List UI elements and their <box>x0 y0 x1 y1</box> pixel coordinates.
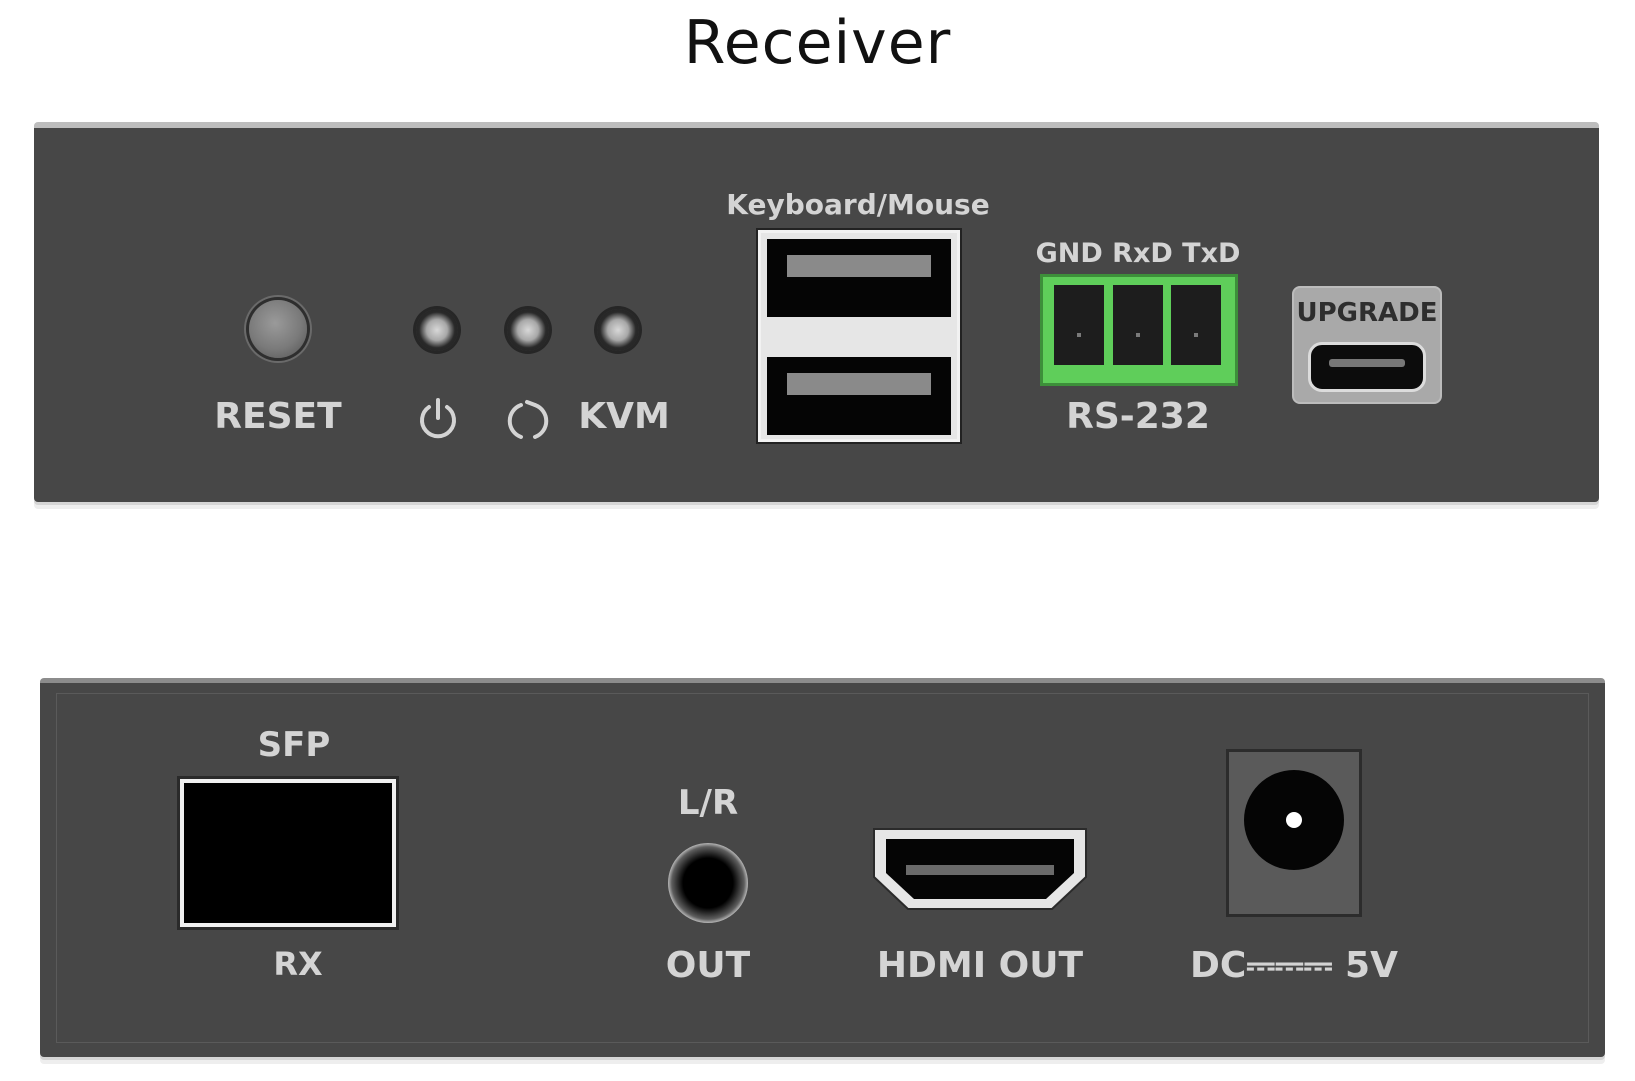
dc-label: DC⎓⎓⎓ 5V <box>1190 945 1398 986</box>
power-led <box>416 309 458 351</box>
reset-label: RESET <box>214 396 342 437</box>
upgrade-micro-usb-port[interactable] <box>1308 342 1426 392</box>
reset-button[interactable] <box>249 300 307 358</box>
rear-panel: SFP RX L/R OUT HDMI OUT DC⎓⎓⎓ 5V <box>40 678 1605 1057</box>
rs232-slot-gnd <box>1054 285 1104 365</box>
hdmi-out-port[interactable] <box>866 823 1094 917</box>
sfp-port[interactable] <box>180 779 396 927</box>
sfp-label: SFP <box>257 725 331 765</box>
rs232-pins-label: GND RxD TxD <box>1035 238 1241 269</box>
usb-tongue-bottom <box>787 373 931 395</box>
rx-label: RX <box>273 945 323 983</box>
power-icon <box>420 398 456 439</box>
front-panel: RESET KVM Keyboard/Mouse GND RxD TxD RS-… <box>34 122 1599 502</box>
upgrade-label: UPGRADE <box>1296 298 1438 328</box>
dc-jack-housing <box>1226 749 1362 917</box>
rs232-slot-rxd <box>1113 285 1163 365</box>
link-led <box>507 309 549 351</box>
usb-port-stack[interactable] <box>758 230 960 442</box>
usb-port-top[interactable] <box>767 239 951 317</box>
kvm-label: KVM <box>578 396 670 437</box>
audio-out-label: OUT <box>665 945 751 986</box>
link-icon <box>507 400 549 439</box>
dc-center-pin <box>1286 812 1302 828</box>
rear-panel-inner <box>56 693 1589 1043</box>
page-title: Receiver <box>683 8 952 78</box>
usb-label: Keyboard/Mouse <box>726 188 990 221</box>
lr-label: L/R <box>677 783 739 823</box>
audio-out-jack[interactable] <box>668 843 748 923</box>
rs232-label: RS-232 <box>1066 396 1210 437</box>
rs232-terminal-block[interactable] <box>1040 274 1238 386</box>
usb-tongue-top <box>787 255 931 277</box>
upgrade-port-box: UPGRADE <box>1292 286 1442 404</box>
rs232-slot-txd <box>1171 285 1221 365</box>
usb-port-bottom[interactable] <box>767 357 951 435</box>
hdmi-out-label: HDMI OUT <box>876 945 1084 986</box>
kvm-led <box>597 309 639 351</box>
